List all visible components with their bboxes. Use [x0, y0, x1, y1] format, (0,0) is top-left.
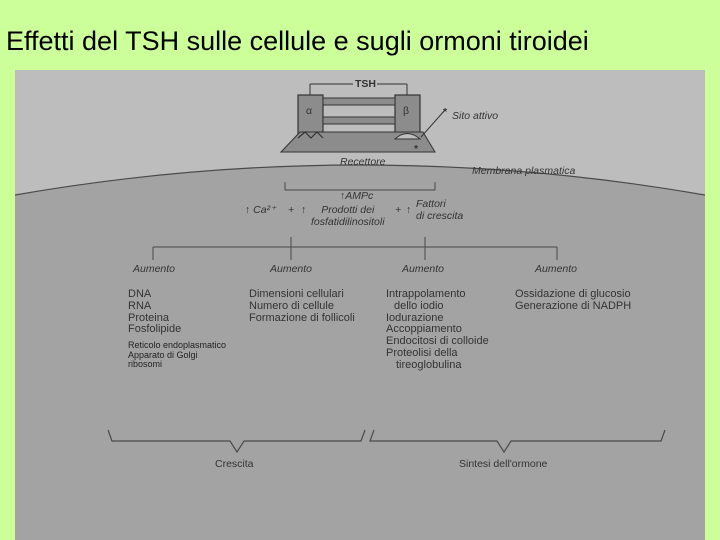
membrane-label: Membrana plasmatica — [472, 165, 576, 177]
alpha-label: α — [306, 105, 313, 117]
cell-body — [15, 165, 705, 540]
tsh-label: TSH — [355, 78, 376, 90]
site-star: * — [443, 106, 448, 118]
aumento-1: Aumento — [133, 263, 176, 275]
arrow-up-icon: ↑ — [340, 190, 346, 202]
beta-label: β — [403, 105, 410, 117]
aumento-2: Aumento — [270, 263, 313, 275]
receptor-star: * — [414, 143, 419, 155]
arrow-up-icon: ↑ — [245, 204, 251, 216]
ca-label: ↑ Ca²⁺ — [245, 204, 276, 216]
plus-sign-1: + — [288, 204, 295, 216]
sintesi-label: Sintesi dell'ormone — [459, 458, 548, 470]
active-site-notch — [393, 133, 422, 140]
sintesi-brace — [369, 429, 666, 454]
receptor-label: Recettore — [340, 156, 386, 168]
fattori-arrow: ↑ — [406, 204, 411, 216]
diagram-graphic — [15, 83, 705, 540]
receptor — [279, 131, 436, 153]
arrow-up-icon: ↑ — [301, 204, 307, 216]
tsh-bridge-top — [322, 97, 396, 106]
aumento-4: Aumento — [535, 263, 578, 275]
prodotti-label: ↑ — [301, 204, 306, 216]
tsh-bridge-bottom — [322, 116, 396, 125]
site-label: Sito attivo — [452, 110, 499, 122]
arrow-up-icon: ↑ — [406, 204, 412, 216]
site-pointer — [420, 109, 446, 138]
crescita-label: Crescita — [215, 458, 254, 470]
ampc-label: ↑AMPc — [340, 190, 374, 202]
plus-sign-2: + — [395, 204, 402, 216]
receptor-alpha-zigzag — [297, 131, 324, 139]
plasma-membrane — [15, 164, 705, 196]
crescita-brace — [107, 429, 366, 454]
diagram-panel: TSH α β * Sito attivo * Recettore Membra… — [15, 70, 705, 540]
aumento-3: Aumento — [402, 263, 445, 275]
slide-title: Effetti del TSH sulle cellule e sugli or… — [6, 26, 589, 56]
receptor-anchor — [284, 182, 436, 191]
